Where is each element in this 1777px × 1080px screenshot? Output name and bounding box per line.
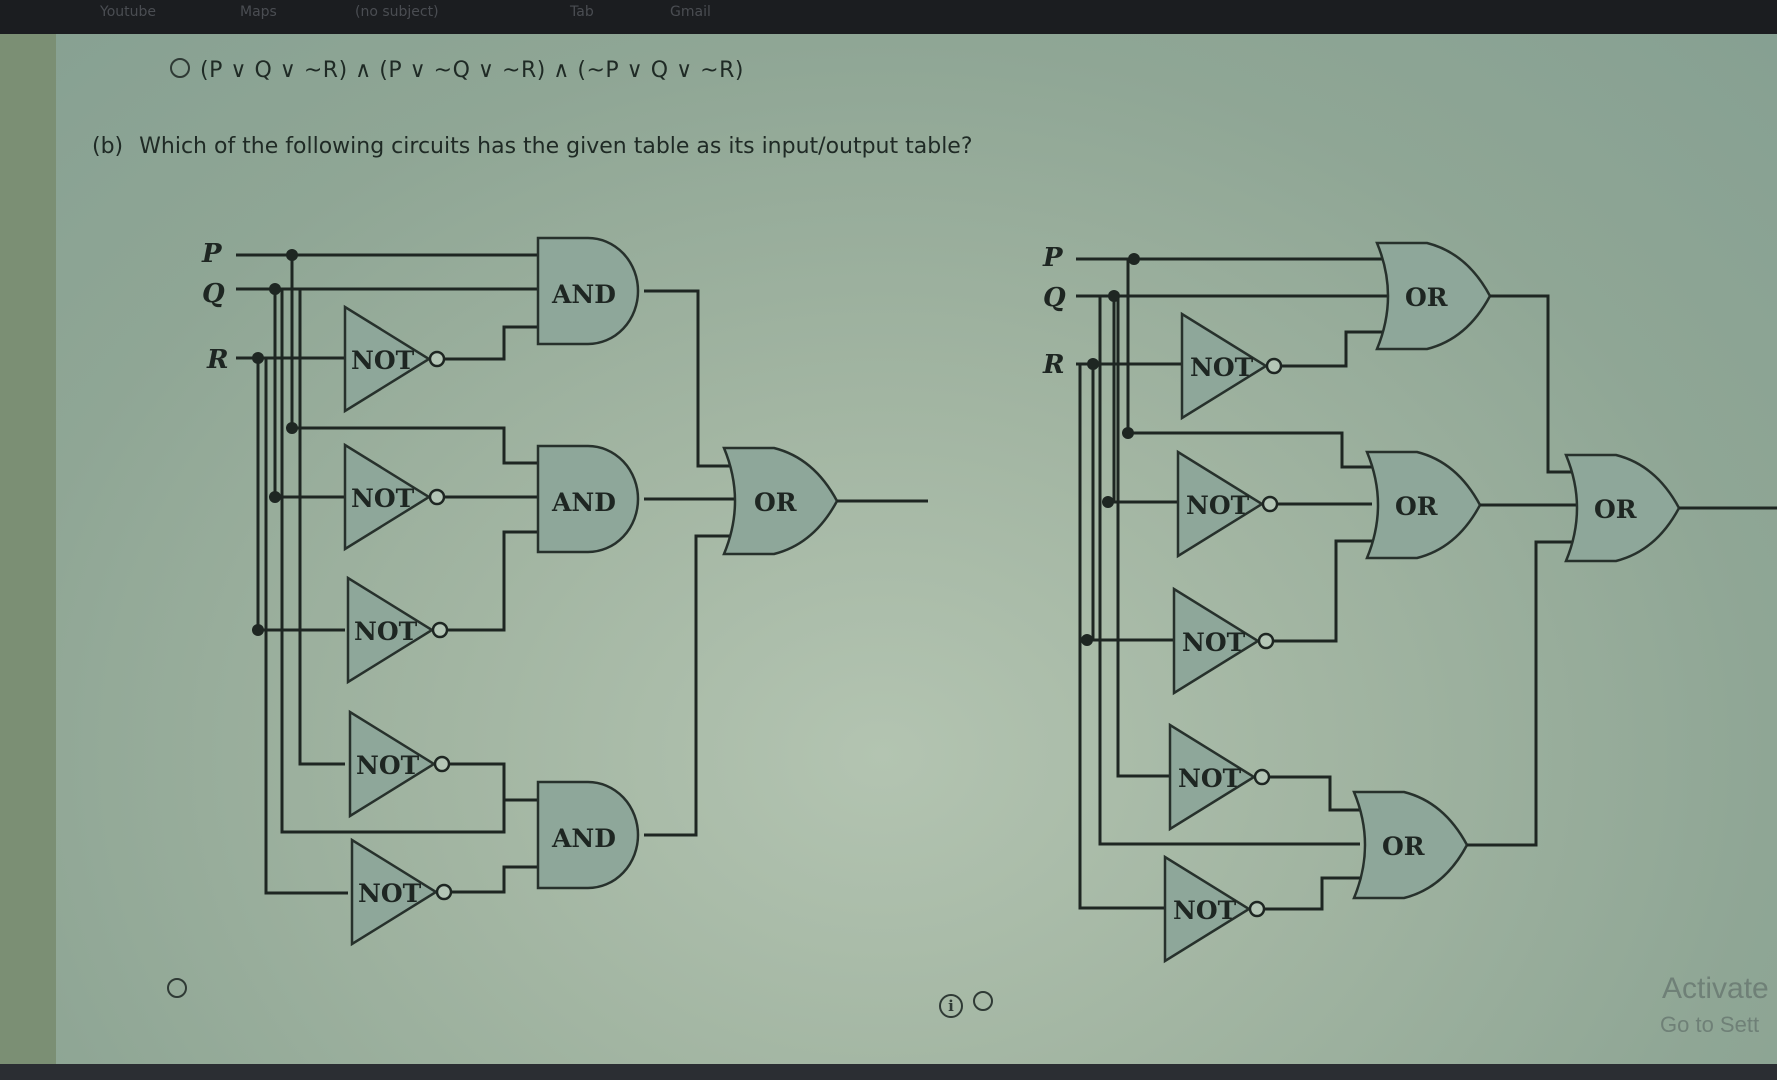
left-junction-r xyxy=(252,352,264,364)
left-and-gate-1-label: AND xyxy=(551,280,616,309)
right-not-gate-5: NOT xyxy=(1163,855,1266,963)
left-not-gate-3-label: NOT xyxy=(354,617,418,646)
question-b: (b) Which of the following circuits has t… xyxy=(92,134,973,159)
right-input-p-label: P xyxy=(1042,243,1064,273)
right-junction-p xyxy=(1128,253,1140,265)
right-wire-q-to-not2 xyxy=(1112,296,1182,504)
option-radio-left-circuit[interactable] xyxy=(167,978,187,998)
right-junction-q xyxy=(1108,290,1120,302)
right-or-gate-3-label: OR xyxy=(1382,832,1425,861)
left-not-gate-1-label: NOT xyxy=(351,346,415,375)
right-or-gate-1-label: OR xyxy=(1405,283,1448,312)
right-junction-r xyxy=(1087,358,1099,370)
tab-faint-4[interactable]: Tab xyxy=(570,4,594,20)
right-not-gate-3-label: NOT xyxy=(1182,628,1246,657)
right-wire-not5-out xyxy=(1264,876,1360,911)
left-wire-and1-out xyxy=(644,289,740,468)
left-not-gate-5: NOT xyxy=(350,838,453,946)
left-wire-p-branch xyxy=(290,255,538,465)
left-wire-r-to-not5 xyxy=(264,358,348,895)
left-junction-p xyxy=(286,249,298,261)
right-wire-q-to-not4 xyxy=(1116,296,1176,778)
left-wire-not3-out xyxy=(447,530,538,632)
left-and-gate-3: AND xyxy=(536,780,640,890)
right-final-or-gate: OR xyxy=(1564,453,1681,563)
left-wire-and3-out xyxy=(644,534,740,837)
left-junction-r2 xyxy=(252,624,264,636)
right-or-gate-3: OR xyxy=(1352,790,1469,900)
left-input-q-label: Q xyxy=(202,279,225,309)
left-not-gate-2-label: NOT xyxy=(351,484,415,513)
left-or-gate: OR xyxy=(722,446,839,556)
circuit-left: P Q R NOT NOT xyxy=(201,236,928,946)
left-junction-q xyxy=(269,283,281,295)
option-radio-prev[interactable] xyxy=(170,58,190,78)
tab-faint-2[interactable]: Maps xyxy=(240,4,277,20)
right-wire-p-branch xyxy=(1126,259,1376,469)
left-not-gate-3: NOT xyxy=(346,576,449,684)
right-or-gate-2: OR xyxy=(1365,450,1482,560)
activate-watermark-title: Activate xyxy=(1662,972,1769,1005)
tab-faint-1[interactable]: Youtube xyxy=(100,4,156,20)
right-wire-or1-out xyxy=(1490,294,1580,474)
left-not-gate-2: NOT xyxy=(343,443,446,551)
left-wire-not4-out xyxy=(449,762,538,802)
left-not-gate-5-label: NOT xyxy=(358,879,422,908)
right-or-gate-1: OR xyxy=(1375,241,1492,351)
left-wire-q-to-not4 xyxy=(298,289,345,766)
info-icon[interactable]: i xyxy=(939,994,963,1018)
left-not-gate-1: NOT xyxy=(343,305,446,413)
right-or-gate-2-label: OR xyxy=(1395,492,1438,521)
browser-top-bar: Youtube Maps (no subject) Tab Gmail xyxy=(0,0,1777,34)
left-wire-not5-out xyxy=(451,865,538,894)
right-not-gate-4: NOT xyxy=(1168,723,1271,831)
right-junction-r2 xyxy=(1081,634,1093,646)
activate-watermark-subtitle: Go to Sett xyxy=(1660,1012,1760,1037)
left-junction-q2 xyxy=(269,491,281,503)
right-final-or-gate-label: OR xyxy=(1594,495,1637,524)
right-junction-q2 xyxy=(1102,496,1114,508)
right-junction-p2 xyxy=(1122,427,1134,439)
left-not-gate-4-label: NOT xyxy=(356,751,420,780)
left-and-gate-3-label: AND xyxy=(551,824,616,853)
right-wire-q-to-or3 xyxy=(1098,296,1360,846)
right-wire-not1-out xyxy=(1281,330,1390,368)
left-wire-q-to-not2 xyxy=(273,289,345,499)
option-radio-right-circuit[interactable] xyxy=(973,991,993,1011)
left-and-gate-2-label: AND xyxy=(551,488,616,517)
left-or-gate-label: OR xyxy=(754,488,797,517)
monitor-left-edge xyxy=(0,34,56,1064)
left-and-gate-2: AND xyxy=(536,444,640,554)
tab-faint-3[interactable]: (no subject) xyxy=(355,4,439,20)
right-not-gate-5-label: NOT xyxy=(1173,896,1237,925)
left-not-gate-4: NOT xyxy=(348,710,451,818)
left-input-p-label: P xyxy=(201,239,223,269)
right-wire-or3-out xyxy=(1467,540,1580,847)
right-input-r-label: R xyxy=(1042,350,1065,380)
circuit-right: P Q R NOT NOT NOT xyxy=(1042,241,1777,963)
right-not-gate-1-label: NOT xyxy=(1190,353,1254,382)
monitor-bottom-edge xyxy=(0,1064,1777,1080)
right-not-gate-2-label: NOT xyxy=(1186,491,1250,520)
right-wire-r-to-not5 xyxy=(1078,364,1168,910)
left-wire-not1-out xyxy=(444,325,538,361)
question-part-label: (b) xyxy=(92,134,124,159)
right-not-gate-1: NOT xyxy=(1180,312,1283,420)
right-wire-not4-out xyxy=(1269,775,1360,812)
tab-faint-5[interactable]: Gmail xyxy=(670,4,711,20)
left-junction-p2 xyxy=(286,422,298,434)
left-input-r-label: R xyxy=(206,345,229,375)
question-text: Which of the following circuits has the … xyxy=(139,134,973,159)
left-and-gate-1: AND xyxy=(536,236,640,346)
right-input-q-label: Q xyxy=(1043,283,1066,313)
right-wire-not3-out xyxy=(1273,539,1372,643)
right-not-gate-4-label: NOT xyxy=(1178,764,1242,793)
right-not-gate-2: NOT xyxy=(1176,450,1279,558)
right-not-gate-3: NOT xyxy=(1172,587,1275,695)
option-text-prev: (P ∨ Q ∨ ~R) ∧ (P ∨ ~Q ∨ ~R) ∧ (~P ∨ Q ∨… xyxy=(200,58,744,83)
